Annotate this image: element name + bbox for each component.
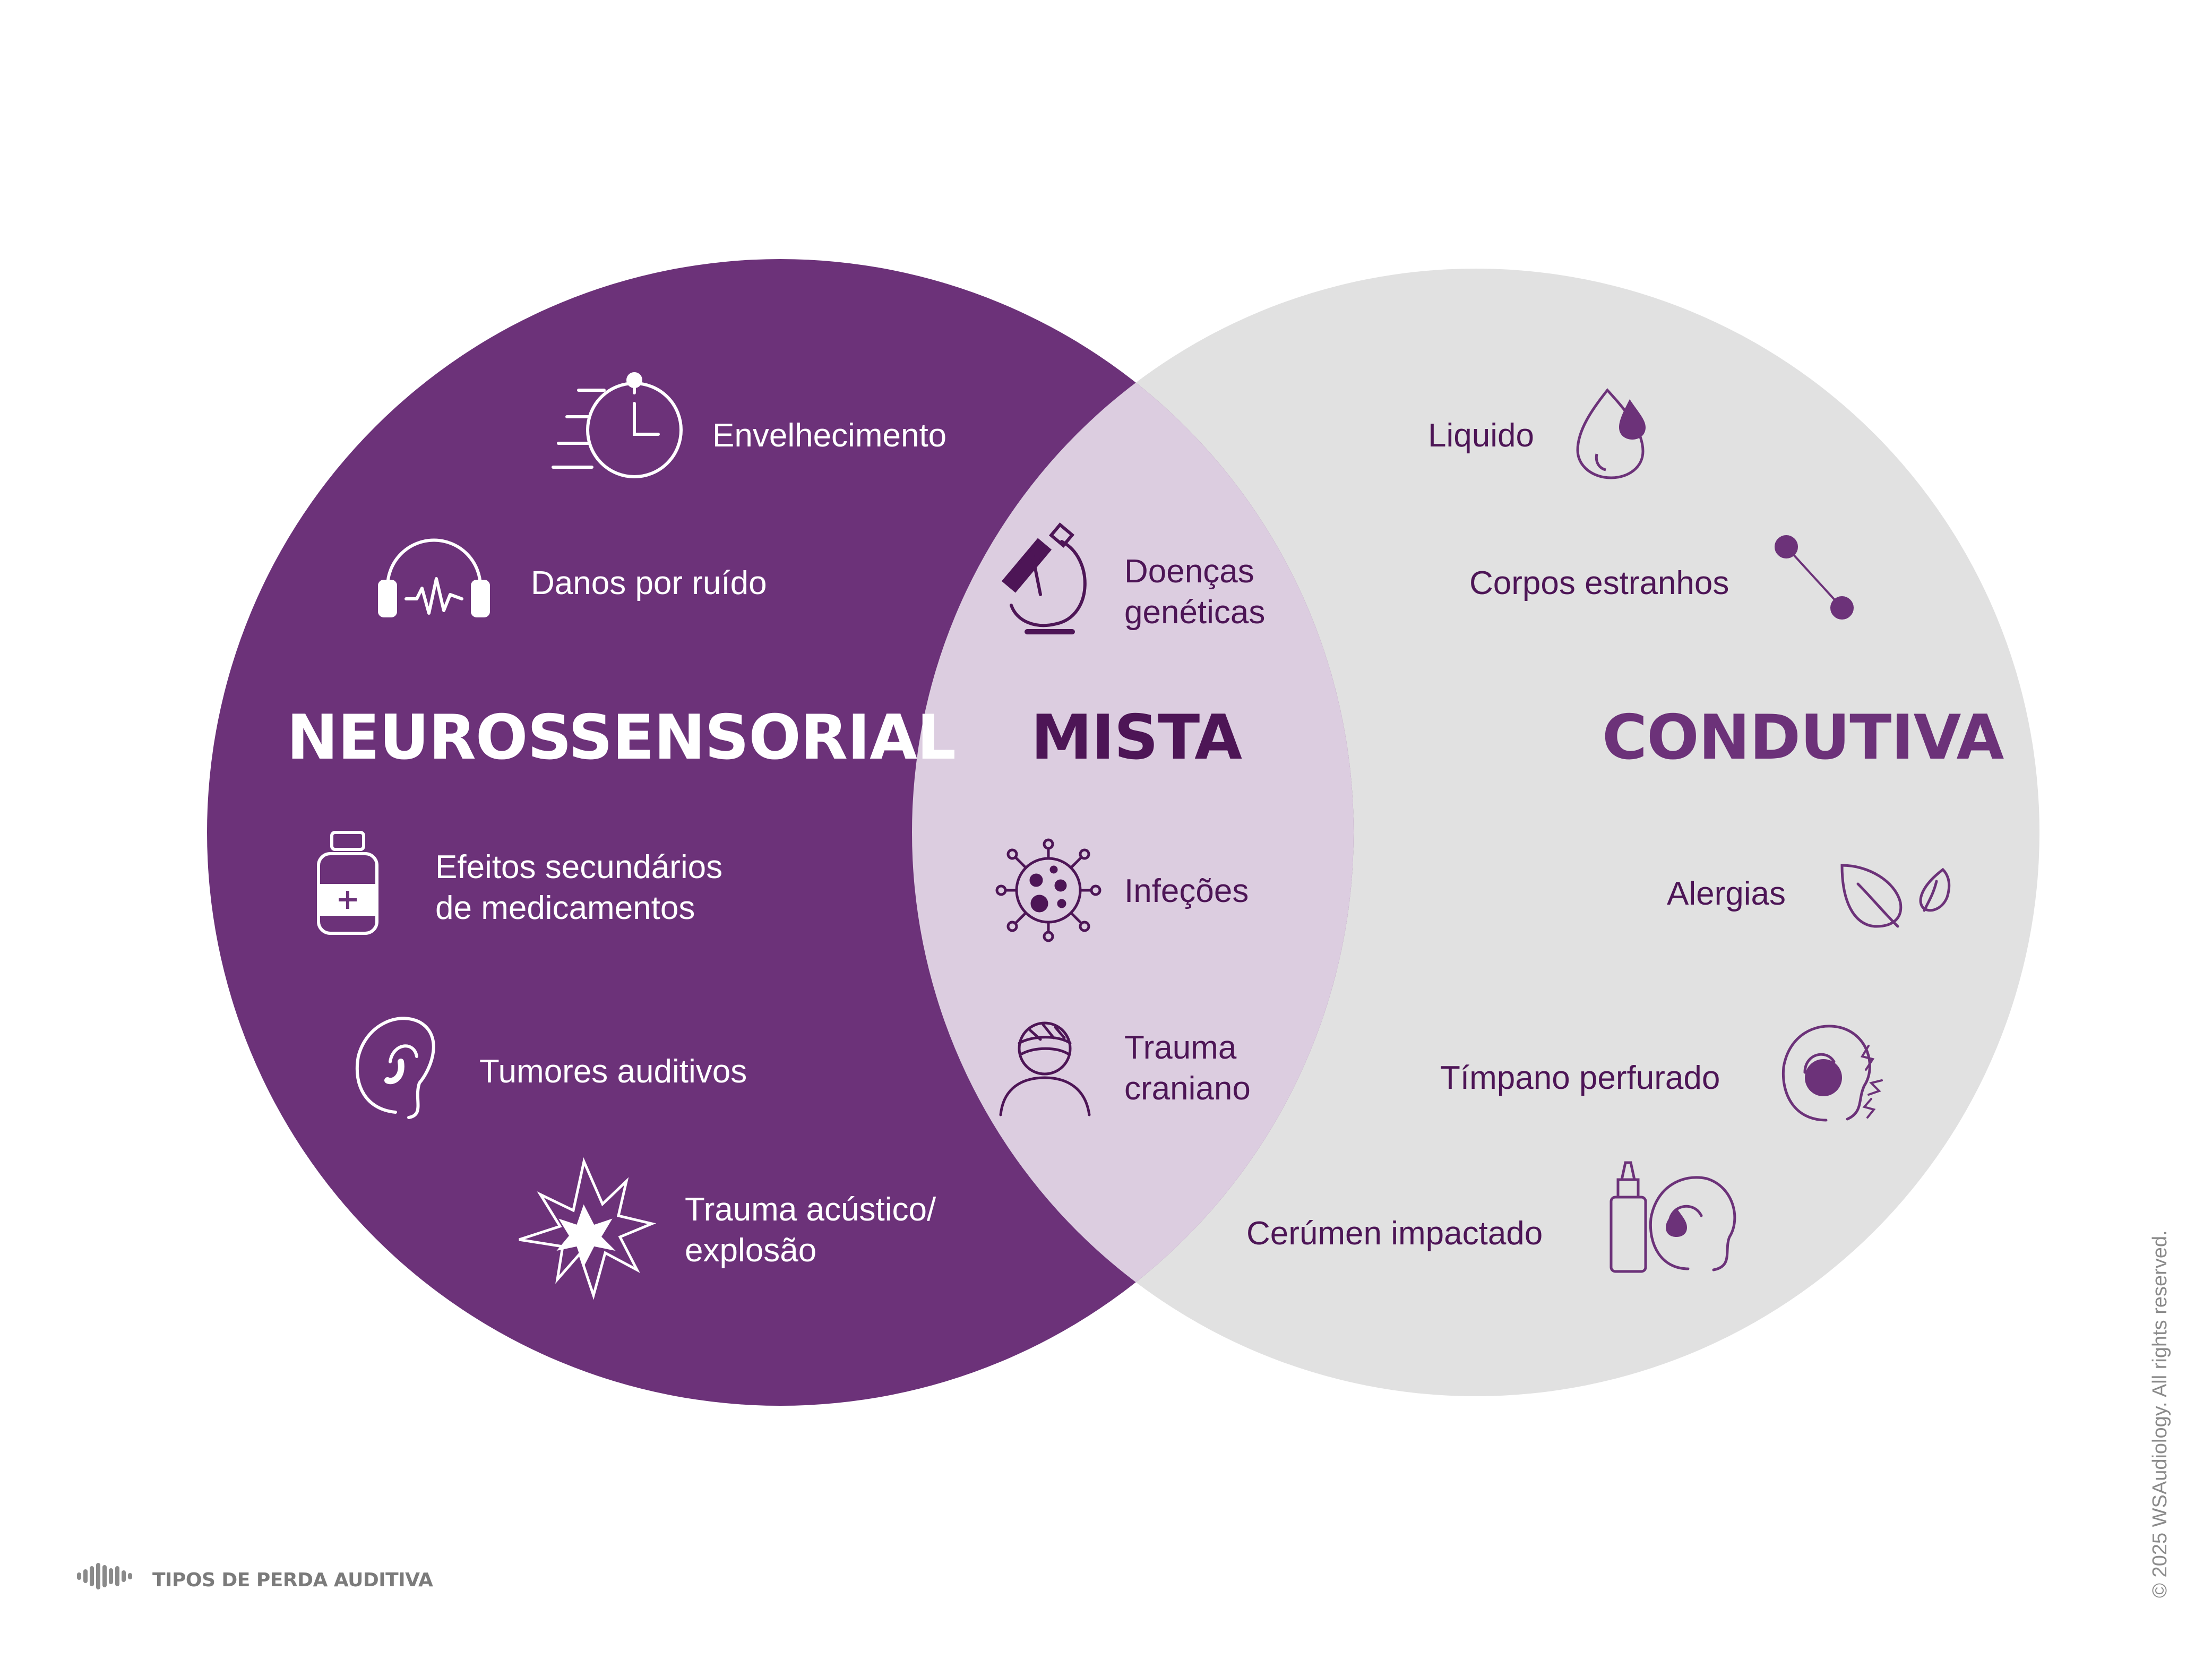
label-head-trauma: Trauma craniano (1124, 1029, 1251, 1107)
copyright: © 2025 WSAudiology. All rights reserved. (2149, 1230, 2171, 1598)
label-acoustic-trauma: Trauma acústico/ explosão (685, 1191, 936, 1269)
title-conductive: CONDUTIVA (1602, 702, 2004, 773)
overlap-mixed (912, 269, 1354, 1396)
label-allergies: Alergias (1667, 875, 1786, 912)
label-fluid: Liquido (1428, 417, 1534, 454)
soundwave-icon (77, 1563, 132, 1589)
explosion-icon (519, 1157, 657, 1300)
perforated-eardrum-icon (1781, 1025, 1883, 1122)
title-mixed: MISTA (1031, 702, 1242, 773)
medicine-bottle-icon (317, 831, 378, 935)
label-auditory-tumors: Tumores auditivos (479, 1053, 747, 1090)
leaves-icon (1840, 864, 1951, 928)
label-perforated-eardrum: Tímpano perfurado (1440, 1060, 1720, 1096)
foreign-object-icon (1775, 535, 1854, 620)
label-impacted-cerumen: Cerúmen impactado (1246, 1215, 1543, 1252)
label-infections: Infeções (1124, 873, 1249, 909)
microscope-icon (1001, 522, 1087, 634)
head-bandage-icon (999, 1021, 1091, 1116)
footer-label: TIPOS DE PERDA AUDITIVA (152, 1569, 433, 1591)
virus-icon (995, 838, 1101, 942)
label-foreign-bodies: Corpos estranhos (1469, 565, 1729, 601)
ear-drops-icon (1609, 1161, 1736, 1273)
title-sensorineural: NEUROSSENSORIAL (287, 702, 956, 773)
stopwatch-icon (552, 372, 683, 478)
label-genetic-diseases: Doenças genéticas (1124, 553, 1266, 631)
label-aging: Envelhecimento (712, 417, 947, 454)
label-noise-damage: Danos por ruído (531, 565, 767, 601)
label-medication-side-effects: Efeitos secundários de medicamentos (435, 849, 723, 926)
water-drops-icon (1576, 388, 1646, 479)
ear-icon (355, 1017, 435, 1119)
headphones-icon (378, 538, 490, 617)
